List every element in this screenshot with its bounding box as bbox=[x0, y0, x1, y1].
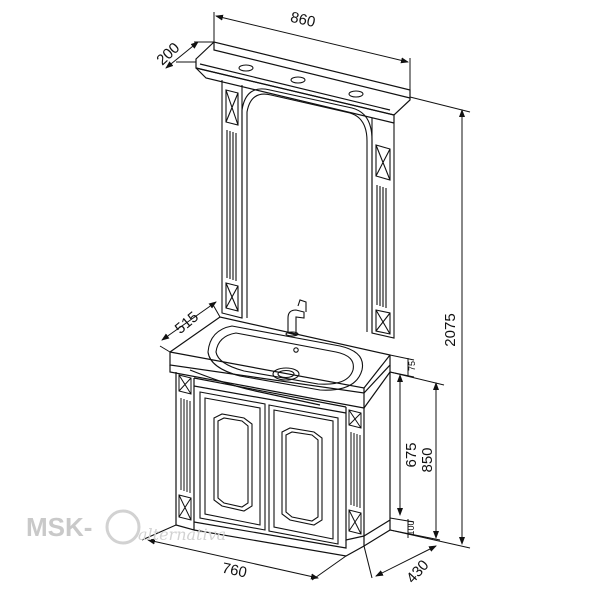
watermark: MSK- alternativa bbox=[26, 509, 226, 545]
watermark-brand: MSK- bbox=[26, 512, 92, 542]
dim-line-basin-depth bbox=[159, 301, 221, 353]
cabinet-left-pilaster bbox=[178, 374, 192, 521]
dim-line-plinth-height bbox=[389, 517, 415, 538]
basin-bowl bbox=[207, 325, 364, 391]
watermark-script: alternativa bbox=[138, 525, 226, 544]
dim-label-plinth-height: 100 bbox=[406, 520, 416, 535]
dim-label-bottom-width: 760 bbox=[220, 560, 248, 582]
dim-line-top-depth bbox=[165, 41, 214, 69]
dim-label-counter-thickness: 75 bbox=[407, 361, 417, 371]
cabinet-right-pilaster bbox=[348, 409, 362, 535]
dim-label-top-depth: 200 bbox=[153, 39, 183, 69]
dim-label-top-width: 860 bbox=[289, 9, 317, 31]
mirror-right-column bbox=[371, 118, 395, 339]
watermark-at-icon bbox=[105, 509, 141, 545]
cabinet-right-door bbox=[268, 404, 339, 545]
cabinet-left-door bbox=[199, 391, 266, 531]
dim-label-cabinet-height: 675 bbox=[403, 442, 420, 467]
mirror-left-column bbox=[221, 80, 243, 319]
dim-label-overall-cabinet-height: 850 bbox=[419, 447, 436, 472]
dim-label-bottom-depth: 430 bbox=[403, 557, 432, 587]
dim-line-bottom-width bbox=[141, 524, 347, 581]
mirror-glass bbox=[241, 88, 373, 333]
shelf-lamps bbox=[238, 64, 364, 98]
dim-label-total-height: 2075 bbox=[442, 313, 459, 346]
faucet bbox=[285, 299, 307, 337]
dim-line-top-width bbox=[213, 12, 411, 90]
dim-line-bottom-depth bbox=[363, 529, 441, 579]
